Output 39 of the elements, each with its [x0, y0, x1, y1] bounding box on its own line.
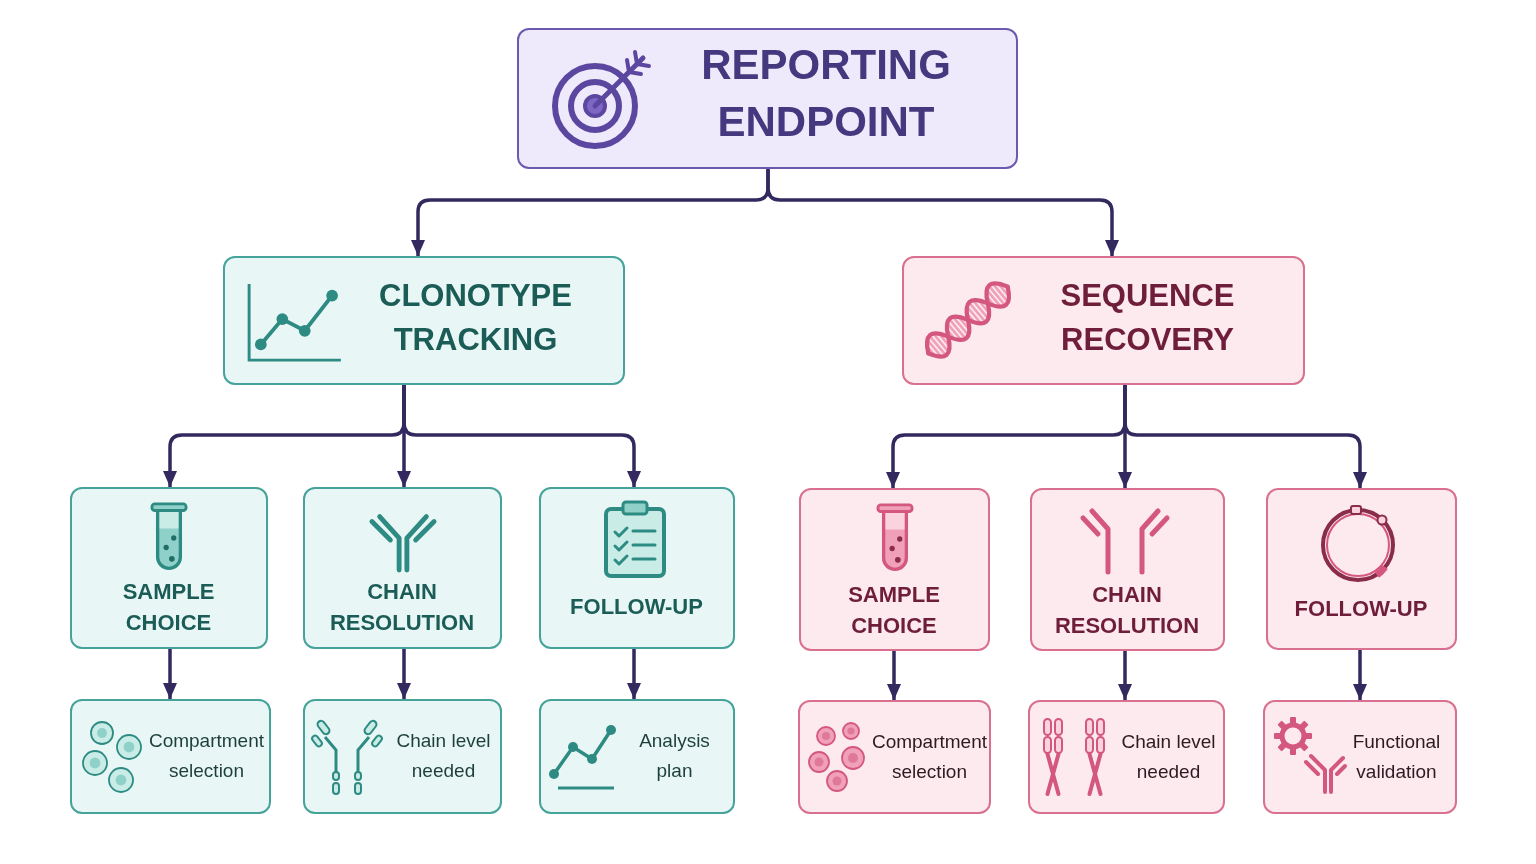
heading-text: CHAIN RESOLUTION: [329, 578, 475, 635]
heading-text: CHAIN RESOLUTION: [1054, 581, 1200, 638]
detail-text: Analysis plan: [639, 730, 710, 781]
aspect-box: [70, 487, 268, 649]
arrow: [397, 649, 411, 699]
detail-text: Chain level needed: [1121, 730, 1216, 782]
detail-box: [303, 699, 502, 814]
category-box: [223, 256, 625, 385]
aspect-box: [303, 487, 502, 649]
arrow: [1118, 651, 1132, 700]
heading-text: SEQUENCE RECOVERY: [1060, 278, 1235, 357]
arrow: [1353, 650, 1367, 700]
arrow: [766, 169, 1119, 256]
aspect-box: [1030, 488, 1225, 651]
heading-text: CLONOTYPE TRACKING: [379, 278, 572, 357]
arrow: [1123, 385, 1367, 488]
aspect-box: [1266, 488, 1457, 650]
arrow: [627, 649, 641, 699]
detail-box: [1263, 700, 1457, 814]
arrow: [402, 385, 641, 487]
category-box: [902, 256, 1305, 385]
detail-box: [798, 700, 991, 814]
arrow: [887, 651, 901, 700]
detail-box: [70, 699, 271, 814]
detail-box: [539, 699, 735, 814]
arrow: [163, 649, 177, 699]
heading-text: FOLLOW-UP: [1294, 596, 1428, 621]
aspect-box: [539, 487, 735, 649]
detail-text: Compartment selection: [148, 730, 265, 781]
detail-box: [1028, 700, 1225, 814]
detail-text: Chain level needed: [396, 730, 491, 781]
detail-text: Functional validation: [1352, 730, 1441, 782]
heading-text: SAMPLE CHOICE: [848, 581, 940, 638]
goal-box: [517, 28, 1018, 169]
aspect-box: [799, 488, 990, 651]
title-text: REPORTING ENDPOINT: [701, 41, 951, 145]
detail-text: Compartment selection: [871, 730, 988, 782]
heading-text: FOLLOW-UP: [570, 594, 703, 619]
heading-text: SAMPLE CHOICE: [122, 578, 215, 635]
